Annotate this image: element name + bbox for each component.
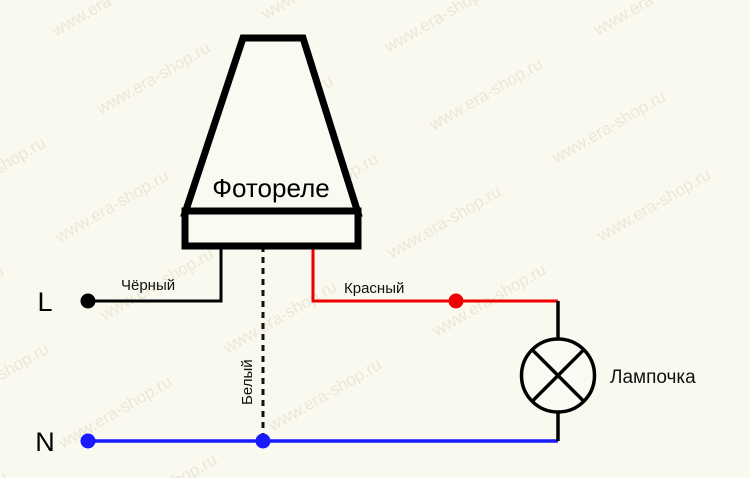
lamp-cross-stroke-2 — [530, 348, 586, 403]
lamp-symbol — [519, 337, 597, 414]
wire-labels: Чёрный Красный Белый — [121, 277, 404, 405]
terminal-line: L — [37, 287, 96, 317]
terminal-neutral: N — [35, 427, 96, 457]
red-wire-path — [311, 246, 558, 303]
white-wire-label: Белый — [239, 359, 256, 405]
red-junction-dot — [448, 293, 464, 309]
lamp-label: Лампочка — [610, 367, 696, 388]
device-base — [181, 207, 362, 250]
device-label: Фотореле — [212, 173, 329, 203]
neutral-junction-dot — [255, 433, 271, 449]
red-wire — [311, 246, 558, 303]
photorelay-device: Фотореле — [180, 34, 363, 250]
black-wire-path — [88, 246, 223, 303]
junction-dots — [255, 293, 464, 449]
component-labels: Лампочка — [610, 367, 696, 388]
line-terminal-dot — [80, 293, 96, 309]
black-wire — [88, 246, 223, 303]
black-wire-label: Чёрный — [121, 277, 175, 294]
neutral-terminal-dot — [80, 433, 96, 449]
red-wire-label: Красный — [344, 280, 404, 297]
neutral-terminal-label: N — [35, 427, 55, 457]
line-terminal-label: L — [37, 287, 52, 317]
